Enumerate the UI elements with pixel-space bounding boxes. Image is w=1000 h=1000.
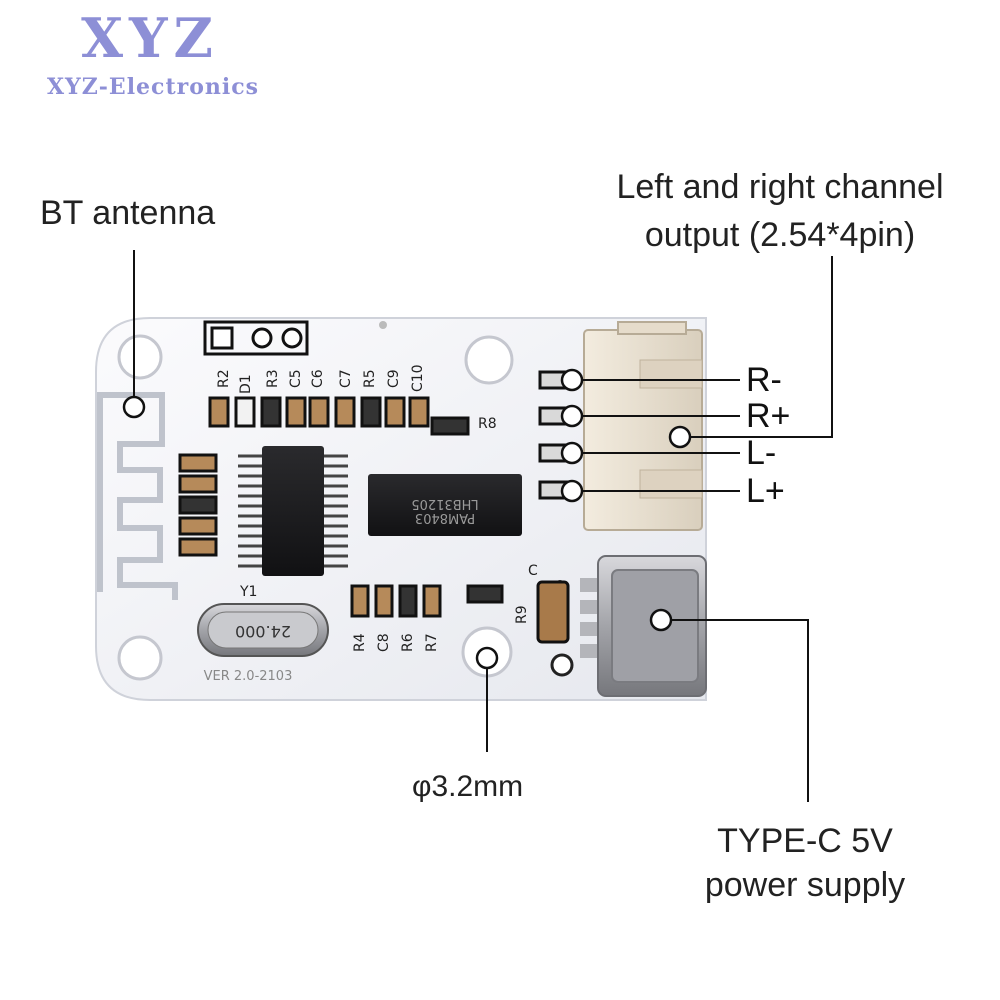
mounting-holes — [117, 334, 514, 681]
svg-text:D1: D1 — [238, 374, 254, 394]
svg-text:R4: R4 — [352, 633, 368, 652]
svg-text:R7: R7 — [424, 633, 440, 652]
smd-row-bottom — [350, 580, 570, 644]
svg-text:C6: C6 — [310, 369, 326, 388]
svg-text:C9: C9 — [386, 369, 402, 388]
pin-label-r-plus: R+ — [746, 397, 791, 435]
label-typec-line2: power supply — [704, 866, 906, 904]
svg-text:R9: R9 — [514, 605, 530, 624]
svg-text:C: C — [528, 563, 538, 579]
chip-code-text: LHB31205 — [411, 496, 478, 511]
brand-logo: XYZ — [81, 6, 219, 70]
svg-text:C8: C8 — [376, 633, 392, 652]
board-version: VER 2.0-2103 — [204, 669, 293, 684]
svg-text:C7: C7 — [338, 369, 354, 388]
svg-text:R3: R3 — [265, 369, 281, 388]
svg-text:R5: R5 — [362, 369, 378, 388]
pin-label-l-minus: L- — [746, 434, 777, 472]
pin-header — [203, 320, 309, 356]
silkscreen-labels: R2 D1 R3 C5 C6 C7 R5 C9 C10 R8 Y1 R4 C8 … — [216, 364, 538, 652]
label-hole-diameter: φ3.2mm — [412, 770, 524, 803]
label-bt-antenna: BT antenna — [40, 194, 216, 232]
callout-markers — [122, 368, 692, 670]
callout-lines — [133, 250, 833, 802]
svg-text:C5: C5 — [288, 369, 304, 388]
label-output-line1: Left and right channel — [616, 168, 944, 206]
svg-text:R2: R2 — [216, 369, 232, 388]
bluetooth-chip — [238, 446, 348, 576]
label-output-line2: output (2.54*4pin) — [644, 216, 916, 254]
antenna-trace — [97, 392, 178, 600]
smd-column-left — [178, 453, 218, 557]
label-typec-line1: TYPE-C 5V — [717, 822, 893, 860]
svg-text:R6: R6 — [400, 633, 416, 652]
pin-label-l-plus: L+ — [746, 472, 785, 510]
svg-text:R8: R8 — [478, 416, 497, 432]
svg-text:Y1: Y1 — [239, 584, 257, 600]
svg-text:C10: C10 — [410, 364, 426, 392]
crystal-frequency: 24.000 — [235, 622, 291, 641]
amplifier-chip: LHB31205 PAM8403 — [368, 456, 522, 556]
brand-subtitle: XYZ-Electronics — [46, 74, 260, 100]
chip-name-text: PAM8403 — [415, 510, 475, 525]
usb-type-c-port — [580, 555, 707, 697]
crystal-oscillator: 24.000 — [197, 603, 329, 657]
smd-row-top — [208, 396, 470, 436]
pin-label-r-minus: R- — [746, 361, 782, 399]
